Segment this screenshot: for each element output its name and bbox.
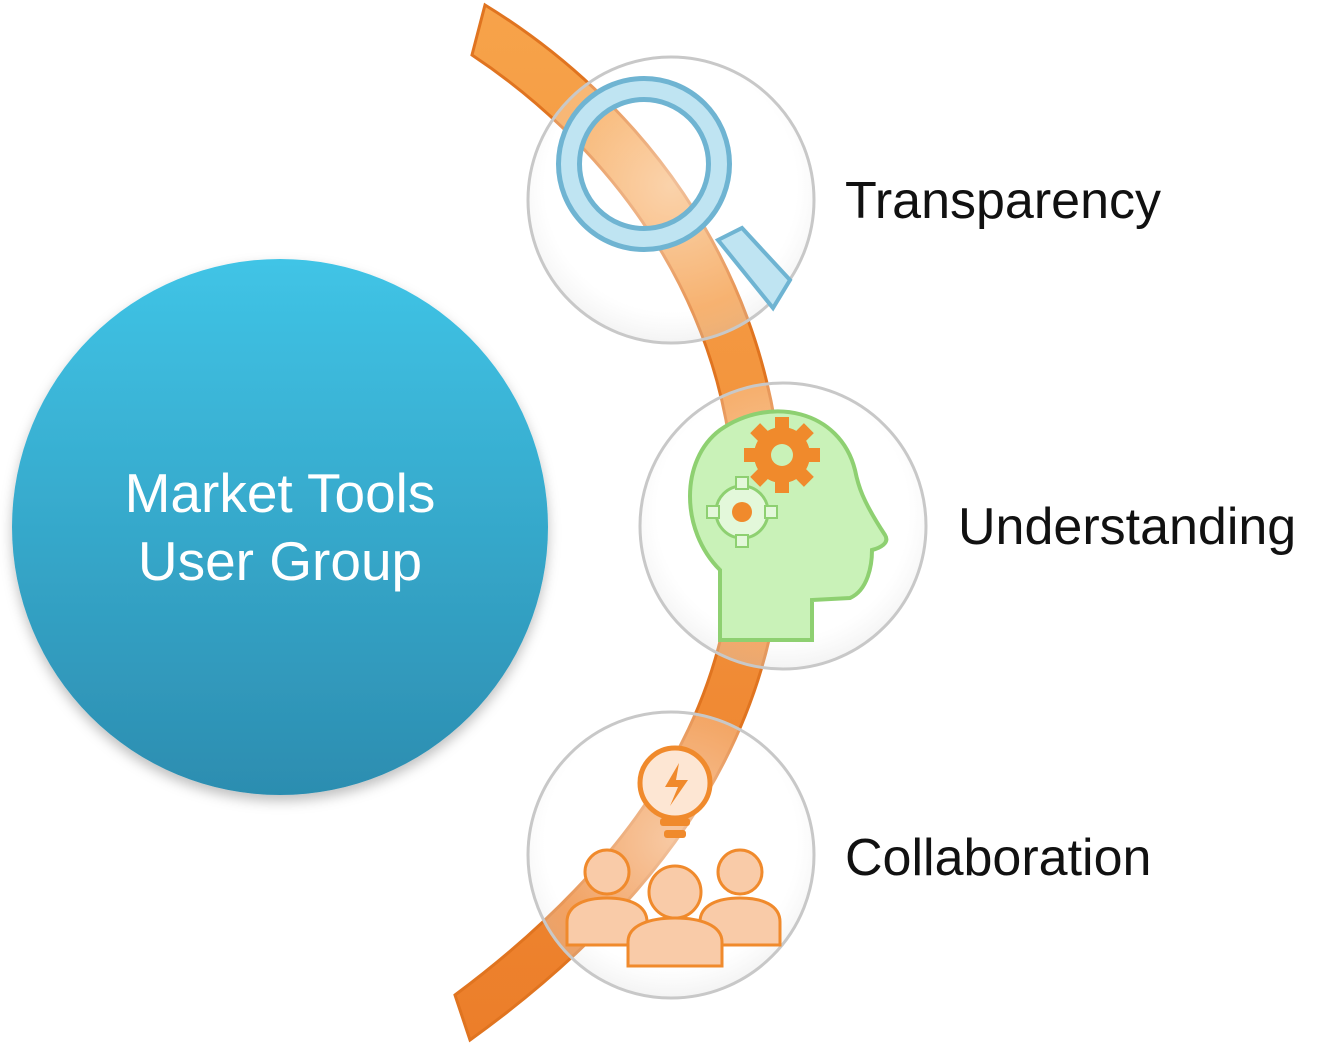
magnifying-glass-icon bbox=[556, 76, 793, 312]
center-title-line-1: Market Tools bbox=[125, 462, 436, 524]
team-idea-icon bbox=[565, 745, 782, 968]
pillar-understanding: Understanding bbox=[638, 381, 1296, 671]
head-gears-icon bbox=[688, 409, 889, 642]
pillar-transparency: Transparency bbox=[526, 55, 1161, 345]
pillar-label: Transparency bbox=[845, 172, 1161, 230]
center-circle bbox=[12, 259, 548, 795]
center-title-line-2: User Group bbox=[138, 530, 422, 592]
pillar-collaboration: Collaboration bbox=[526, 710, 1151, 1000]
pillar-label: Collaboration bbox=[845, 829, 1151, 887]
pillar-label: Understanding bbox=[958, 498, 1296, 556]
center-node: Market Tools User Group bbox=[12, 259, 548, 795]
